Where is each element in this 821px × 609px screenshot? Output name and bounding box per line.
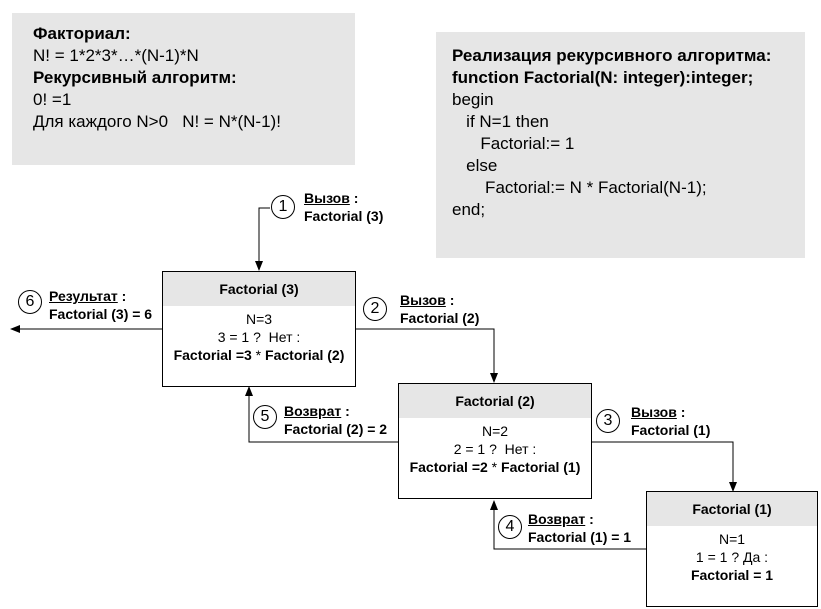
node-header: Factorial (2) [399, 384, 591, 418]
step-title: Вызов [400, 292, 446, 308]
node-formula-op: * [251, 347, 266, 363]
node-line: 3 = 1 ? Нет : [217, 329, 301, 345]
definition-line: Факториал: [33, 24, 131, 43]
step-badge-6: 6 [18, 290, 42, 314]
step-title: Возврат [284, 403, 342, 419]
step-label-6: Результат : Factorial (3) = 6 [49, 287, 152, 323]
definition-line: N! = 1*2*3*…*(N-1)*N [33, 46, 199, 65]
node-line: 1 = 1 ? Да : [695, 549, 769, 565]
step-detail: Factorial (2) [400, 310, 480, 326]
node-header: Factorial (1) [647, 492, 817, 526]
code-line: if N=1 then [452, 112, 549, 131]
step-title: Возврат [528, 511, 586, 527]
step-suffix: : [341, 403, 350, 419]
node-factorial-1: Factorial (1) N=1 1 = 1 ? Да : Factorial… [646, 491, 818, 607]
code-line: begin [452, 90, 494, 109]
code-line: Реализация рекурсивного алгоритма: [452, 46, 772, 65]
step-label-4: Возврат : Factorial (1) = 1 [528, 510, 631, 546]
code-line: end; [452, 200, 486, 219]
node-formula-left: Factorial = 1 [690, 567, 774, 583]
return-arrow-5 [245, 386, 399, 443]
step-label-3: Вызов : Factorial (1) [631, 403, 710, 439]
step-suffix: : [585, 511, 594, 527]
code-line: Factorial:= 1 [452, 134, 575, 153]
return-arrow-4 [490, 500, 646, 550]
node-formula-left: Factorial =2 [409, 459, 488, 475]
call-arrow-2 [355, 328, 498, 383]
node-line: N=2 [481, 423, 509, 439]
definition-line: Рекурсивный алгоритм: [33, 68, 237, 87]
code-line: function Factorial(N: integer):integer; [452, 68, 754, 87]
step-label-2: Вызов : Factorial (2) [400, 291, 479, 327]
call-arrow-1 [255, 207, 270, 271]
step-detail: Factorial (3) [304, 208, 384, 224]
step-suffix: : [117, 288, 127, 304]
node-formula-op: * [487, 459, 502, 475]
step-label-5: Возврат : Factorial (2) = 2 [284, 402, 387, 438]
node-line: N=3 [245, 311, 273, 327]
code-line: Factorial:= N * Factorial(N-1); [452, 178, 707, 197]
step-title: Вызов [304, 190, 350, 206]
implementation-panel: Реализация рекурсивного алгоритма: funct… [436, 32, 805, 258]
node-line: 2 = 1 ? Нет : [453, 441, 537, 457]
call-arrow-3 [592, 441, 737, 492]
step-badge-2: 2 [363, 297, 387, 321]
step-suffix: : [676, 404, 686, 420]
code-line: else [452, 156, 498, 175]
step-detail: Factorial (1) [631, 422, 711, 438]
node-formula-right: Factorial (2) [265, 347, 345, 363]
node-formula-left: Factorial =3 [173, 347, 252, 363]
step-suffix: : [349, 190, 359, 206]
step-detail: Factorial (1) = 1 [528, 529, 632, 545]
step-detail: Factorial (2) = 2 [284, 421, 388, 437]
step-label-1: Вызов : Factorial (3) [304, 189, 383, 225]
node-header: Factorial (3) [163, 272, 355, 306]
step-badge-1: 1 [271, 195, 295, 219]
step-badge-3: 3 [596, 409, 620, 433]
definition-line: Для каждого N>0 N! = N*(N-1)! [33, 112, 281, 131]
step-badge-4: 4 [498, 515, 522, 539]
node-factorial-3: Factorial (3) N=3 3 = 1 ? Нет : Factoria… [162, 271, 356, 387]
node-formula-right: Factorial (1) [501, 459, 581, 475]
step-title: Вызов [631, 404, 677, 420]
definition-line: 0! =1 [33, 90, 72, 109]
step-detail: Factorial (3) = 6 [49, 306, 153, 322]
node-line: N=1 [718, 531, 746, 547]
step-title: Результат [49, 288, 118, 304]
step-suffix: : [445, 292, 455, 308]
node-factorial-2: Factorial (2) N=2 2 = 1 ? Нет : Factoria… [398, 383, 592, 499]
definition-panel: Факториал: N! = 1*2*3*…*(N-1)*N Рекурсив… [12, 13, 355, 165]
step-badge-5: 5 [253, 405, 277, 429]
